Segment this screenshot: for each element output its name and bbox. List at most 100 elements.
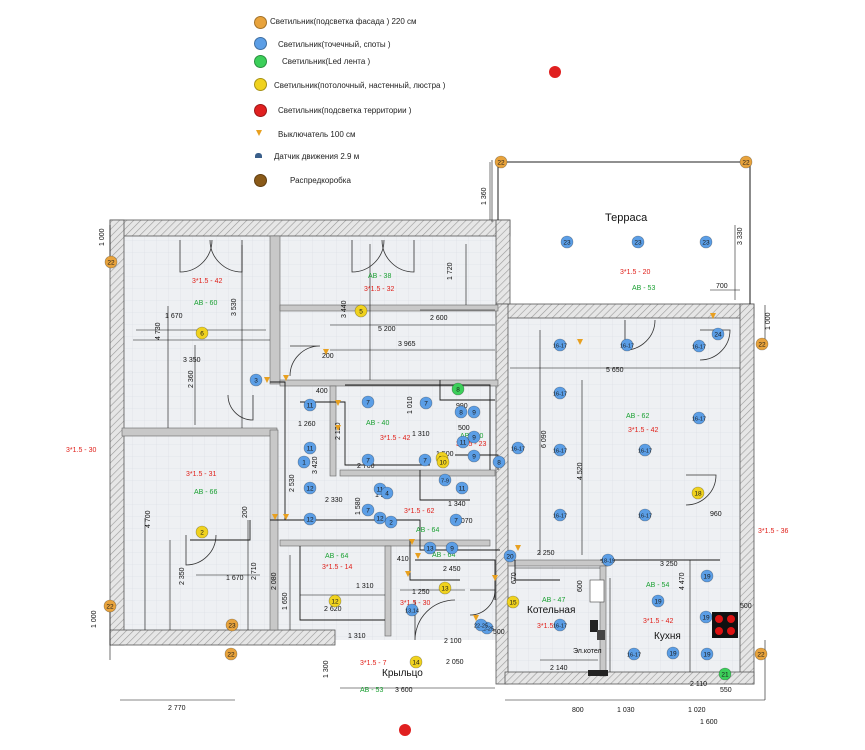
switch-icon	[405, 571, 411, 577]
spot-light-icon: 12	[373, 511, 387, 525]
fixture-marker	[601, 553, 615, 567]
fixture-tag: 23	[702, 240, 710, 247]
fixture-marker	[303, 512, 317, 526]
fixture-tag: 7	[424, 401, 428, 408]
facade-light-icon: 22	[754, 647, 768, 661]
fixture-marker	[423, 541, 437, 555]
fixture-tag: 7	[366, 400, 370, 407]
fixture-marker	[225, 618, 239, 632]
room-label-terrace: Терраса	[605, 212, 648, 224]
dimension-label: 670	[511, 572, 518, 584]
spot-light-icon: 19	[699, 610, 713, 624]
dimension-label: 1 360	[481, 187, 488, 205]
fixture-marker	[224, 647, 238, 661]
fixture-marker	[361, 395, 375, 409]
breaker-label: АВ - 47	[542, 597, 565, 604]
dimension-label: 3 350	[183, 357, 201, 364]
spot-light-icon: 7	[361, 453, 375, 467]
dimension-label: 5 200	[378, 326, 396, 333]
spot-light-icon: 11	[303, 398, 317, 412]
fixture-marker	[553, 386, 567, 400]
fixture-tag: 5	[359, 309, 363, 316]
breaker-label: АВ - 64	[416, 527, 439, 534]
facade-light-icon: 22	[103, 599, 117, 613]
cable-label: 3*1.5 - 32	[364, 286, 394, 293]
spot-light-icon: 23	[560, 235, 574, 249]
fixture-tag: 16-17	[638, 449, 652, 455]
dimension-label: 400	[316, 388, 328, 395]
led-strip-icon: 8	[451, 382, 465, 396]
dimension-label: 3 440	[341, 300, 348, 318]
fixture-marker	[419, 396, 433, 410]
legend-label: Светильник(подсветка фасада ) 220 см	[270, 17, 417, 26]
fixture-tag: 16-17	[620, 344, 634, 350]
breaker-label: АВ - 38	[368, 273, 391, 280]
fixture-marker	[418, 453, 432, 467]
spot-light-icon: 11	[303, 441, 317, 455]
fixture-tag: 11	[307, 403, 314, 410]
dimension-label: 2 110	[690, 681, 707, 688]
switch-icon	[272, 514, 278, 520]
switch-icon	[283, 514, 289, 520]
breaker-label: АВ - 40	[366, 420, 389, 427]
spot-light-icon: 2	[384, 515, 398, 529]
fixture-tag: 22	[758, 342, 766, 349]
fixture-tag: 12	[306, 486, 314, 493]
facade-light-icon: 22	[494, 155, 508, 169]
fixture-marker	[560, 235, 574, 249]
dimension-label: 1 340	[448, 501, 466, 508]
spot-light-icon: 9	[445, 541, 459, 555]
fixture-tag: 8	[459, 410, 463, 417]
fixture-tag: 19	[702, 615, 710, 622]
fixture-tag: 20	[506, 554, 514, 561]
cable-label: 3*1.5 - 30	[66, 447, 96, 454]
fixture-marker	[718, 667, 732, 681]
fixture-tag: 23	[634, 240, 642, 247]
fixture-marker	[638, 443, 652, 457]
dimension-label: 1 310	[348, 633, 366, 640]
fixture-marker	[467, 430, 481, 444]
dimension-label: 600	[577, 580, 584, 592]
spot-light-icon: 13,14	[405, 603, 419, 617]
switch-icon	[473, 615, 479, 621]
fixture-tag: 13	[441, 586, 449, 593]
dimension-label: 2 350	[179, 567, 186, 585]
spot-light-icon: 19	[651, 594, 665, 608]
fixture-marker	[380, 486, 394, 500]
cooktop	[712, 612, 738, 638]
switch-icon	[492, 575, 498, 581]
fixture-tag: 7	[423, 458, 427, 465]
fixture-marker	[195, 525, 209, 539]
dimension-label: 1 310	[412, 431, 430, 438]
legend-label: Распредкоробка	[290, 176, 351, 185]
fixture-tag: 8	[497, 460, 501, 467]
dimension-label: 4 520	[577, 462, 584, 480]
fixture-marker	[454, 405, 468, 419]
fixture-tag: 8	[456, 387, 460, 394]
fixture-marker	[503, 549, 517, 563]
spot-light-icon: 13	[423, 541, 437, 555]
fixture-tag: 2	[200, 530, 204, 537]
breaker-label: АВ - 66	[194, 489, 217, 496]
fixture-marker	[755, 337, 769, 351]
fixture-tag: 16-17	[553, 624, 567, 630]
junction-box-icon	[254, 174, 267, 187]
ceiling-light-icon: 5	[354, 304, 368, 318]
breaker-label: АВ - 53	[360, 687, 383, 694]
doors	[179, 239, 731, 641]
fixture-marker	[620, 338, 634, 352]
dimension-label: 3 530	[231, 298, 238, 316]
facade-light-icon: 22	[224, 647, 238, 661]
facade-light-icon	[254, 16, 267, 29]
dimension-label: 2 620	[324, 606, 342, 613]
dimension-label: 410	[397, 556, 409, 563]
fixture-marker	[303, 441, 317, 455]
terrace-outline	[489, 161, 751, 304]
fixture-marker	[195, 326, 209, 340]
dimension-label: 500	[493, 629, 505, 636]
legend-label: Светильник(Led лента )	[282, 57, 371, 66]
cable-label: 3*1.5 - 31	[186, 471, 216, 478]
spot-light-icon: 12	[303, 512, 317, 526]
fixture-tag: 19	[669, 651, 677, 658]
